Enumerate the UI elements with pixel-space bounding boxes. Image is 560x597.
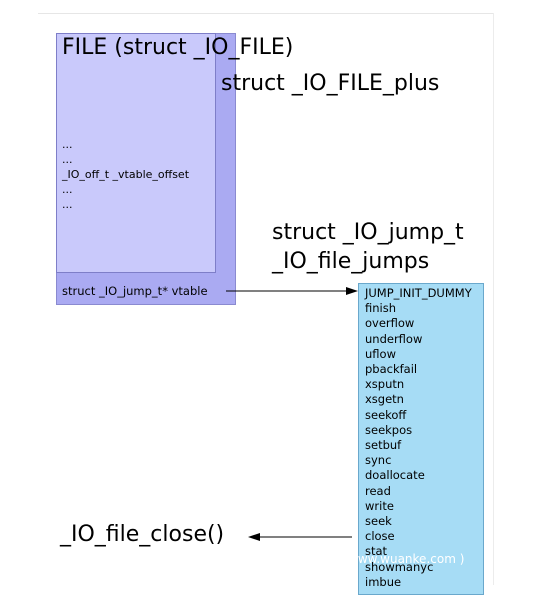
file-struct-title: FILE (struct _IO_FILE): [62, 35, 294, 60]
jump-entry: read: [365, 483, 391, 498]
io-file-close-label: _IO_file_close(): [60, 522, 225, 547]
jump-entry: pbackfail: [365, 362, 418, 377]
jump-entry: seekoff: [365, 407, 407, 422]
jump-entry: finish: [365, 301, 397, 316]
file-field: ...: [62, 183, 73, 196]
jump-entry: showmanyc: [365, 559, 434, 574]
close-arrow-head: [248, 533, 260, 541]
vtable-pointer-field: struct _IO_jump_t* vtable: [62, 284, 208, 298]
file-field-vtable-offset: _IO_off_t _vtable_offset: [62, 168, 190, 181]
jump-entry: setbuf: [365, 438, 402, 453]
jump-entry: write: [365, 498, 394, 513]
file-struct-fields: ... ... _IO_off_t _vtable_offset ... ...: [62, 137, 189, 212]
io-file-jumps-box: JUMP_INIT_DUMMY finish overflow underflo…: [358, 283, 484, 595]
jump-entry-close: close: [365, 529, 395, 544]
jump-table-type: struct _IO_jump_t: [272, 220, 464, 245]
jump-entry: stat: [365, 544, 388, 559]
watermark-text: www.wuanke.com ): [348, 552, 465, 566]
jump-entry: xsputn: [365, 377, 405, 392]
jump-entries-list: JUMP_INIT_DUMMY finish overflow underflo…: [365, 286, 472, 590]
vtable-arrow-head: [346, 287, 358, 295]
io-file-plus-title: struct _IO_FILE_plus: [221, 71, 440, 96]
jump-entry: doallocate: [365, 468, 425, 483]
file-field: ...: [62, 198, 73, 211]
jump-entry: seek: [365, 514, 392, 529]
jump-entry: JUMP_INIT_DUMMY: [365, 286, 472, 300]
jump-entry: underflow: [365, 331, 423, 346]
file-struct-box: [56, 33, 216, 273]
jump-entry: imbue: [365, 574, 402, 589]
file-field: ...: [62, 138, 73, 151]
right-border-line: [493, 13, 494, 585]
jump-entry: xsgetn: [365, 392, 404, 407]
jump-table-name: _IO_file_jumps: [272, 249, 430, 274]
top-border-line: [38, 13, 494, 14]
file-field: ...: [62, 153, 73, 166]
jump-table-title: struct _IO_jump_t _IO_file_jumps: [272, 218, 464, 276]
jump-entry: uflow: [365, 346, 396, 361]
jump-entry: overflow: [365, 316, 415, 331]
jump-entry: seekpos: [365, 422, 413, 437]
jump-entry: sync: [365, 453, 392, 468]
